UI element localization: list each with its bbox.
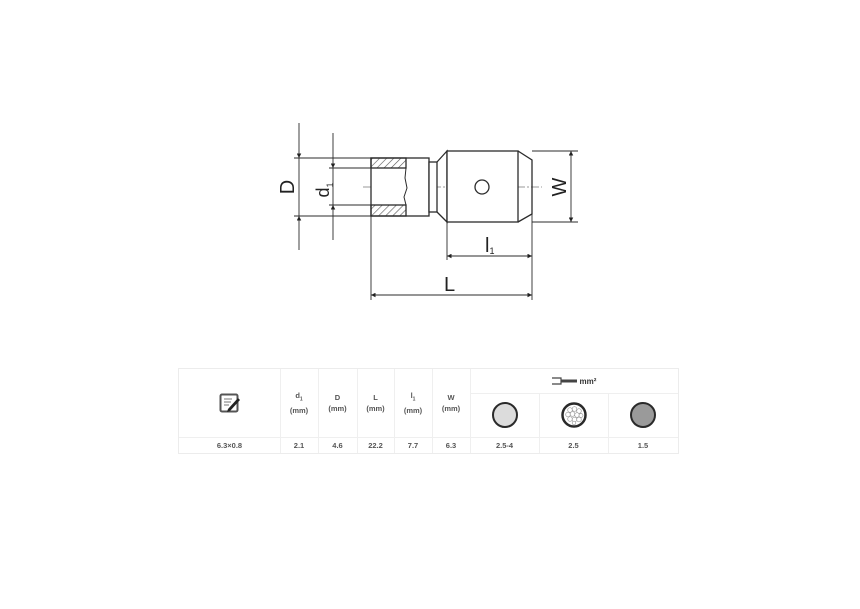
fine-stranded-wire-icon: [630, 402, 656, 428]
fine-stranded-wire-value: 1.5: [637, 440, 649, 450]
dim-label-W: W: [549, 177, 571, 196]
notes-header-cell: [179, 369, 280, 437]
W-value: 6.3: [445, 440, 457, 450]
stranded-wire-icon: [560, 402, 587, 428]
wire-type-fine-stranded: [608, 393, 678, 437]
wire-type-stranded: [539, 393, 608, 437]
D-value: 4.6: [332, 440, 343, 450]
d1-value: 2.1: [293, 440, 305, 450]
col-header-W: W(mm): [441, 393, 461, 413]
terminal-technical-drawing: D d1 W l1 L: [277, 123, 578, 300]
dim-label-L: L: [444, 274, 455, 296]
edit-document-icon: [219, 393, 240, 413]
size-value: 6.3×0.8: [216, 440, 243, 450]
dim-label-D: D: [277, 180, 299, 194]
solid-wire-icon: [491, 402, 518, 428]
solid-wire-value: 2.5-4: [495, 440, 514, 450]
l1-value: 7.7: [407, 440, 419, 450]
stranded-wire-value: 2.5: [568, 440, 579, 450]
wire-type-solid: [470, 393, 539, 437]
wire-terminal-icon: [551, 377, 577, 385]
wire-section-header: mm²: [470, 369, 678, 393]
dim-label-d1: d1: [313, 182, 335, 197]
col-header-L: L(mm): [366, 393, 385, 413]
col-header-d1: d1(mm): [289, 390, 309, 416]
L-value: 22.2: [368, 440, 383, 450]
spec-table: d1(mm) D(mm) L(mm) l1(mm) W(mm) mm²: [178, 368, 679, 454]
col-header-D: D(mm): [328, 393, 347, 413]
dim-label-l1: l1: [485, 235, 494, 257]
col-header-l1: l1(mm): [403, 390, 423, 416]
